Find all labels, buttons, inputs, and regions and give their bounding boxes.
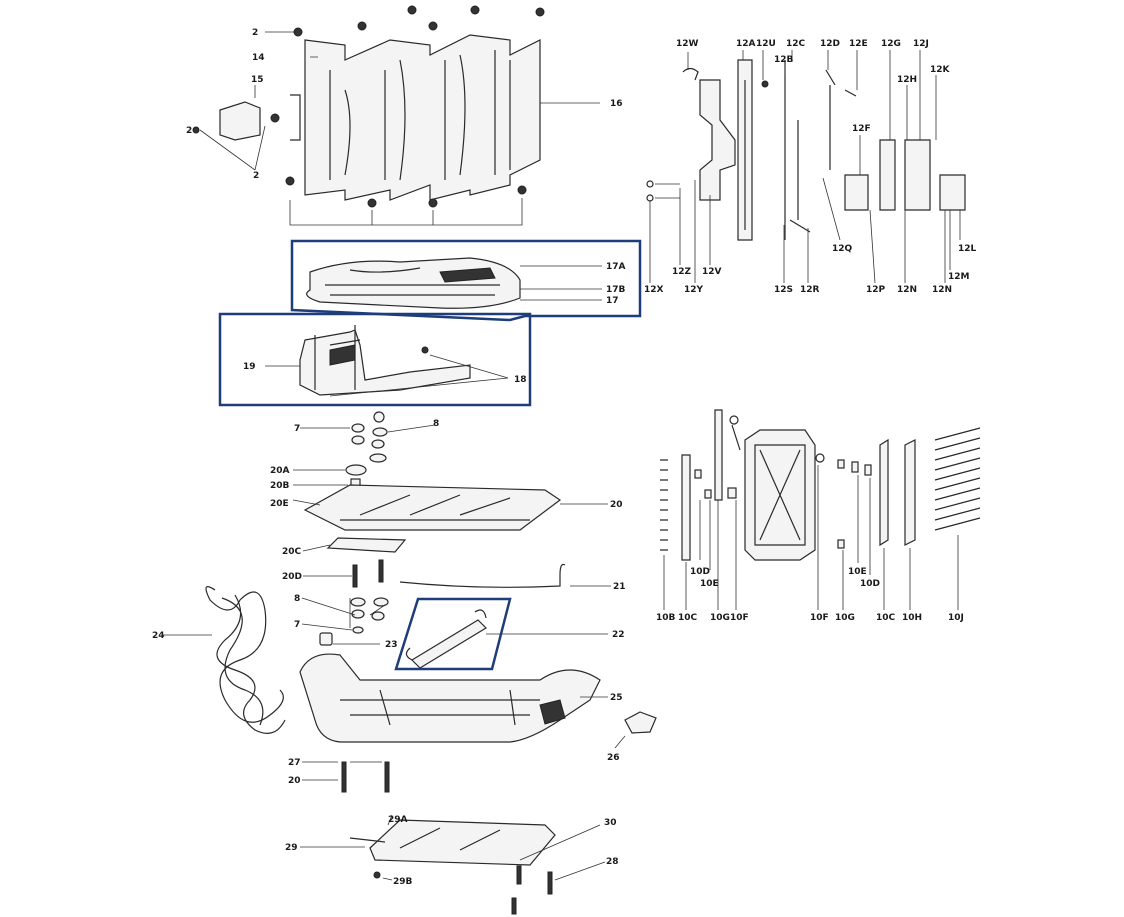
label-20C: 20C: [282, 547, 302, 557]
label-14: 14: [252, 53, 265, 63]
label-19: 19: [243, 362, 256, 372]
label-10D-2: 10D: [860, 579, 880, 589]
label-12V: 12V: [702, 267, 722, 277]
label-12A: 12A: [736, 39, 756, 49]
label-27: 27: [288, 758, 301, 768]
label-7-upper: 7: [294, 424, 300, 434]
highlight-box-bracket: [394, 597, 512, 671]
label-12Y: 12Y: [684, 285, 704, 295]
label-17B: 17B: [606, 285, 626, 295]
label-12F: 12F: [852, 124, 871, 134]
element-assembly-10: [660, 409, 981, 610]
label-20A: 20A: [270, 466, 290, 476]
label-10F-2: 10F: [810, 613, 829, 623]
label-7-lower: 7: [294, 620, 300, 630]
label-12M: 12M: [948, 272, 970, 282]
label-17A: 17A: [606, 262, 626, 272]
label-12K: 12K: [930, 65, 951, 75]
label-12D: 12D: [820, 39, 840, 49]
switch-assembly-12: [646, 50, 966, 284]
label-10C: 10C: [678, 613, 698, 623]
label-28: 28: [606, 857, 619, 867]
label-10G: 10G: [710, 613, 730, 623]
label-10E: 10E: [700, 579, 719, 589]
label-25: 25: [610, 693, 623, 703]
label-12G: 12G: [881, 39, 901, 49]
base-shell-25: [299, 653, 657, 749]
label-17: 17: [606, 296, 619, 306]
label-10H: 10H: [902, 613, 922, 623]
label-12U: 12U: [756, 39, 776, 49]
label-30: 30: [604, 818, 617, 828]
frame-assembly: [192, 5, 600, 226]
label-2-bottom: 2: [253, 171, 259, 181]
label-10F: 10F: [730, 613, 749, 623]
label-10D: 10D: [690, 567, 710, 577]
label-12N-2: 12N: [932, 285, 952, 295]
label-12S: 12S: [774, 285, 793, 295]
label-18: 18: [514, 375, 527, 385]
label-12C: 12C: [786, 39, 806, 49]
label-20B: 20B: [270, 481, 290, 491]
lever-assembly-19: [218, 312, 532, 407]
label-12E: 12E: [849, 39, 868, 49]
bottom-plate-29: [300, 814, 606, 915]
latch-assembly-17: [290, 239, 642, 322]
label-10G-2: 10G: [835, 613, 855, 623]
bracket-22: [394, 597, 608, 671]
base-components: [292, 411, 611, 646]
label-29B: 29B: [393, 877, 413, 887]
label-20E: 20E: [270, 499, 289, 509]
highlight-box-latch: [290, 239, 642, 322]
label-12L: 12L: [958, 244, 977, 254]
label-8-lower: 8: [294, 594, 300, 604]
label-26: 26: [607, 753, 620, 763]
label-12Q: 12Q: [832, 244, 853, 254]
label-24: 24: [152, 631, 165, 641]
screws-27-20: [302, 761, 390, 793]
label-8-upper: 8: [433, 419, 439, 429]
label-12N-1: 12N: [897, 285, 917, 295]
label-12P: 12P: [866, 285, 886, 295]
power-cord-24: [163, 586, 286, 734]
label-10E-2: 10E: [848, 567, 867, 577]
label-2-top: 2: [252, 28, 258, 38]
label-20D: 20D: [282, 572, 302, 582]
highlight-box-lever: [218, 312, 532, 407]
label-2-left: 2: [186, 126, 192, 136]
label-20-lower: 20: [288, 776, 301, 786]
label-29A: 29A: [388, 815, 408, 825]
label-16: 16: [610, 99, 623, 109]
label-15: 15: [251, 75, 264, 85]
label-22: 22: [612, 630, 625, 640]
label-12J: 12J: [913, 39, 929, 49]
label-29: 29: [285, 843, 298, 853]
label-12Z: 12Z: [672, 267, 692, 277]
label-12B: 12B: [774, 55, 794, 65]
label-10B: 10B: [656, 613, 676, 623]
label-10C-2: 10C: [876, 613, 896, 623]
label-12H: 12H: [897, 75, 917, 85]
label-21: 21: [613, 582, 626, 592]
label-12X: 12X: [644, 285, 664, 295]
label-12R: 12R: [800, 285, 820, 295]
label-10J: 10J: [948, 613, 964, 623]
label-20: 20: [610, 500, 623, 510]
label-23: 23: [385, 640, 398, 650]
label-12W: 12W: [676, 39, 699, 49]
